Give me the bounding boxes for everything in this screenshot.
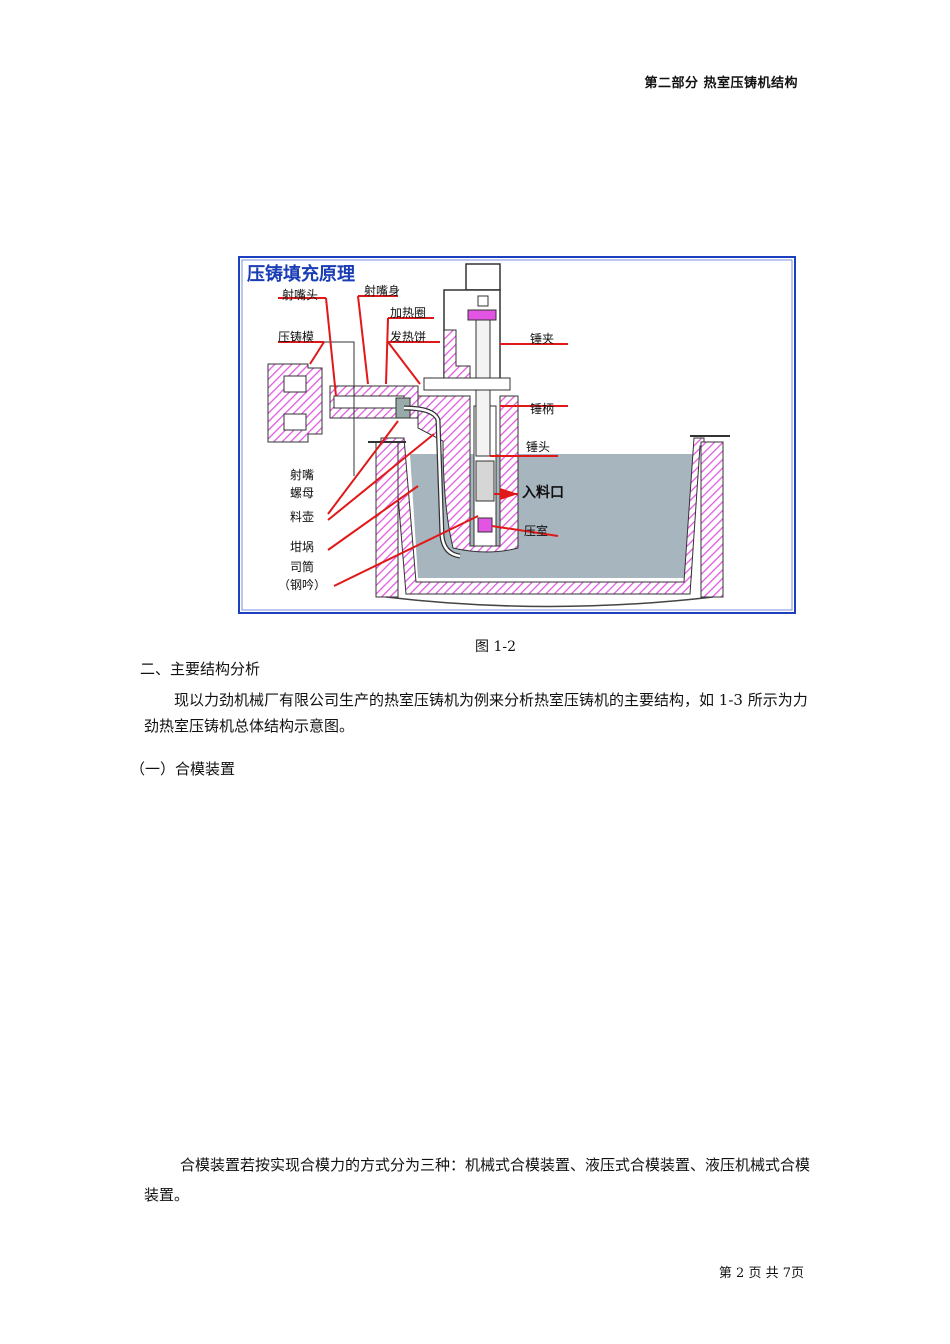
label-hammer-clamp: 锤夹 — [530, 332, 555, 346]
running-header: 第二部分 热室压铸机结构 — [644, 76, 798, 91]
label-die: 压铸模 — [278, 330, 315, 344]
label-chamber: 压室 — [524, 524, 549, 538]
body-paragraph-1: 现以力劲机械厂有限公司生产的热室压铸机为例来分析热室压铸机的主要结构，如 1-3… — [144, 691, 808, 735]
label-gooseneck: 料壶 — [290, 510, 315, 524]
gooseneck-body — [417, 395, 519, 553]
leader-lines — [278, 295, 568, 587]
label-nozzle-nut-2: 螺母 — [290, 486, 315, 500]
die-shape — [267, 363, 323, 443]
label-inlet: 入料口 — [522, 485, 564, 501]
section-heading-2: 二、主要结构分析 — [140, 660, 261, 678]
furnace-wall-right — [700, 441, 724, 598]
label-hammer-handle: 锤柄 — [530, 402, 555, 416]
label-heating-ring: 加热圈 — [390, 306, 427, 320]
die-casting-fill-diagram: 压铸填充原理 射嘴头 射嘴身 加热圈 发热饼 压铸模 锤夹 锤柄 锤头 入料口 … — [238, 256, 796, 614]
label-crucible: 坩埚 — [290, 540, 315, 554]
label-nozzle-body: 射嘴身 — [364, 284, 401, 298]
diagram-svg — [238, 256, 796, 614]
body-paragraph-2: 合模装置若按实现合模力的方式分为三种：机械式合模装置、液压式合模装置、液压机械式… — [144, 1156, 811, 1204]
diagram-title: 压铸填充原理 — [247, 264, 355, 285]
page-footer: 第 2 页 共 7页 — [718, 1266, 804, 1281]
label-hammer-head: 锤头 — [526, 440, 551, 454]
section-heading-3: （一）合模装置 — [130, 760, 236, 778]
label-sleeve-1: 司筒 — [290, 560, 315, 574]
label-nozzle-nut-1: 射嘴 — [290, 468, 315, 482]
label-heating-cake: 发热饼 — [390, 330, 427, 344]
label-sleeve-2: （钢吟） — [278, 578, 327, 592]
label-nozzle-head: 射嘴头 — [282, 288, 319, 302]
plunger-tip — [475, 460, 495, 502]
figure-caption: 图 1-2 — [475, 639, 516, 655]
